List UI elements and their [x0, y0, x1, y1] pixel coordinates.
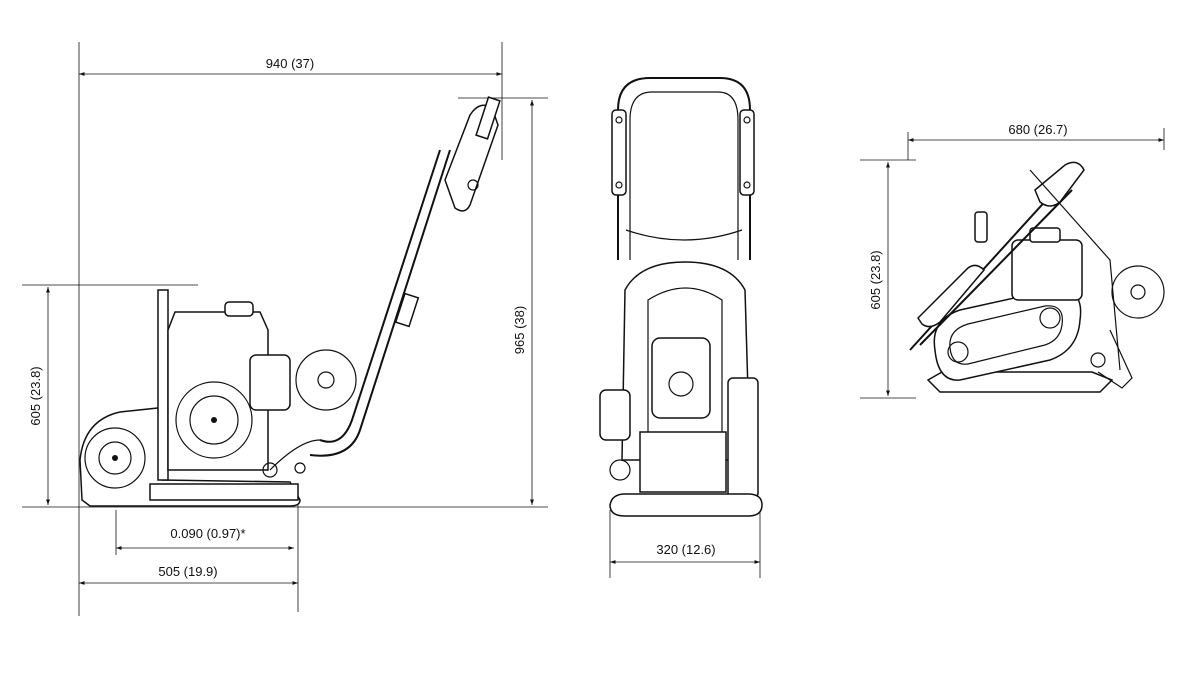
dim-folded-height: 605 (23.8) [868, 250, 883, 309]
dim-side-length: 940 (37) [266, 56, 314, 71]
side-view [22, 42, 548, 616]
dim-folded-length: 680 (26.7) [1008, 122, 1067, 137]
dim-side-height: 605 (23.8) [28, 366, 43, 425]
front-view [599, 77, 763, 578]
folded-view [860, 128, 1165, 399]
dim-plate-depth: 0.090 (0.97)* [170, 526, 245, 541]
dim-front-width: 320 (12.6) [656, 542, 715, 557]
dim-handle-height: 965 (38) [512, 306, 527, 354]
dim-plate-length: 505 (19.9) [158, 564, 217, 579]
